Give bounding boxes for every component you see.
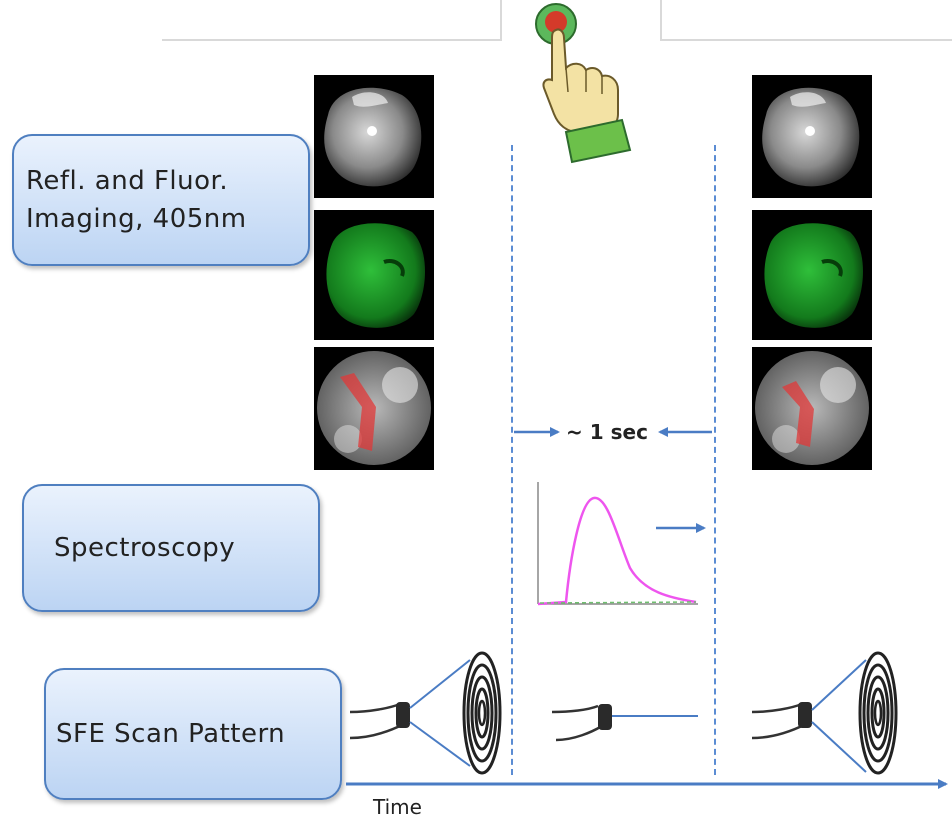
frame-notch-right	[660, 0, 662, 41]
endoscope-fiber-icon	[349, 659, 471, 767]
spectrum-curve	[537, 496, 697, 606]
endoscope-fiber-icon-middle	[551, 704, 698, 742]
overlay-image-left	[314, 347, 434, 470]
frame-top-left	[162, 39, 502, 41]
fluorescence-image-left	[314, 210, 434, 340]
spiral-scan-pattern-icon	[462, 651, 502, 775]
spectrum-baseline	[539, 601, 697, 604]
fluorescence-image-right	[752, 210, 872, 340]
endoscope-fiber-icon-right	[751, 659, 867, 773]
spiral-scan-pattern-icon-right	[858, 651, 898, 775]
time-axis-label: Time	[373, 795, 422, 819]
spectroscopy-label-text: Spectroscopy	[54, 533, 236, 563]
reflectance-image-left	[314, 75, 434, 198]
spectrum-plot	[537, 482, 698, 606]
spectroscopy-label-box: Spectroscopy	[22, 484, 320, 612]
dashed-line-right	[714, 145, 716, 775]
frame-top-right	[660, 39, 952, 41]
dashed-line-left	[511, 145, 513, 775]
pointing-hand-button-icon	[535, 3, 632, 164]
reflectance-image-right	[752, 75, 872, 198]
frame-notch-left	[500, 0, 502, 41]
interval-label: ~ 1 sec	[566, 420, 648, 444]
imaging-label-box: Refl. and Fluor. Imaging, 405nm	[12, 134, 310, 266]
overlay-image-right	[752, 347, 872, 470]
sfe-label-text: SFE Scan Pattern	[56, 719, 286, 749]
sfe-label-box: SFE Scan Pattern	[44, 668, 342, 800]
imaging-label-text: Refl. and Fluor. Imaging, 405nm	[26, 166, 247, 234]
